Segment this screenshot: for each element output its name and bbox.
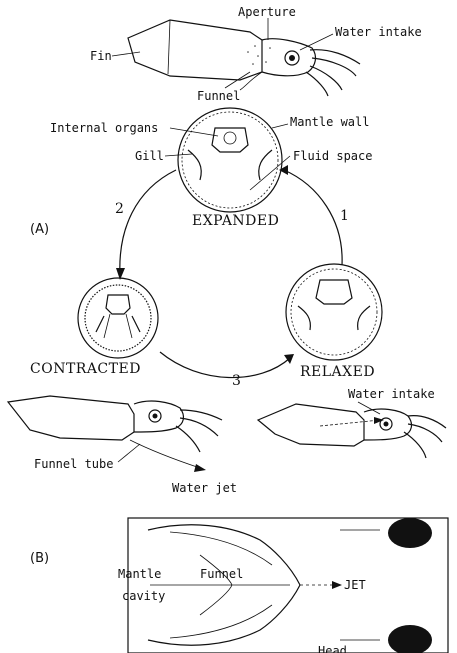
label-step-3: 3 (232, 373, 241, 389)
label-water-jet: Water jet (172, 481, 237, 495)
label-expanded: EXPANDED (192, 213, 279, 229)
label-water-intake-bottom: Water intake (348, 387, 435, 401)
label-part-b: (B) (30, 551, 49, 566)
label-mantle-wall: Mantle wall (290, 115, 369, 129)
label-funnel-tube: Funnel tube (34, 457, 113, 471)
label-fluid-space: Fluid space (293, 149, 372, 163)
label-water-intake-top: Water intake (335, 25, 422, 39)
label-relaxed: RELAXED (300, 364, 375, 380)
expanded-cross-section (178, 108, 282, 212)
label-cavity: cavity (122, 589, 165, 603)
label-aperture: Aperture (238, 5, 296, 19)
label-step-1: 1 (340, 208, 349, 224)
label-jet: JET (344, 578, 366, 592)
label-funnel-b: Funnel (200, 567, 243, 581)
label-internal-organs: Internal organs (50, 121, 158, 135)
label-part-a: (A) (30, 222, 49, 237)
label-fin: Fin (90, 49, 112, 63)
label-step-2: 2 (115, 201, 124, 217)
label-mantle: Mantle (118, 567, 161, 581)
label-contracted: CONTRACTED (30, 361, 141, 377)
contracted-cross-section (78, 278, 158, 358)
relaxed-cross-section (286, 264, 382, 360)
label-gill: Gill (135, 149, 164, 163)
top-squid-illustration (128, 20, 360, 96)
bottom-right-squid (258, 404, 446, 458)
part-b-funnel-detail (128, 518, 448, 653)
label-head: Head (318, 644, 347, 653)
label-funnel-top: Funnel (197, 89, 240, 103)
